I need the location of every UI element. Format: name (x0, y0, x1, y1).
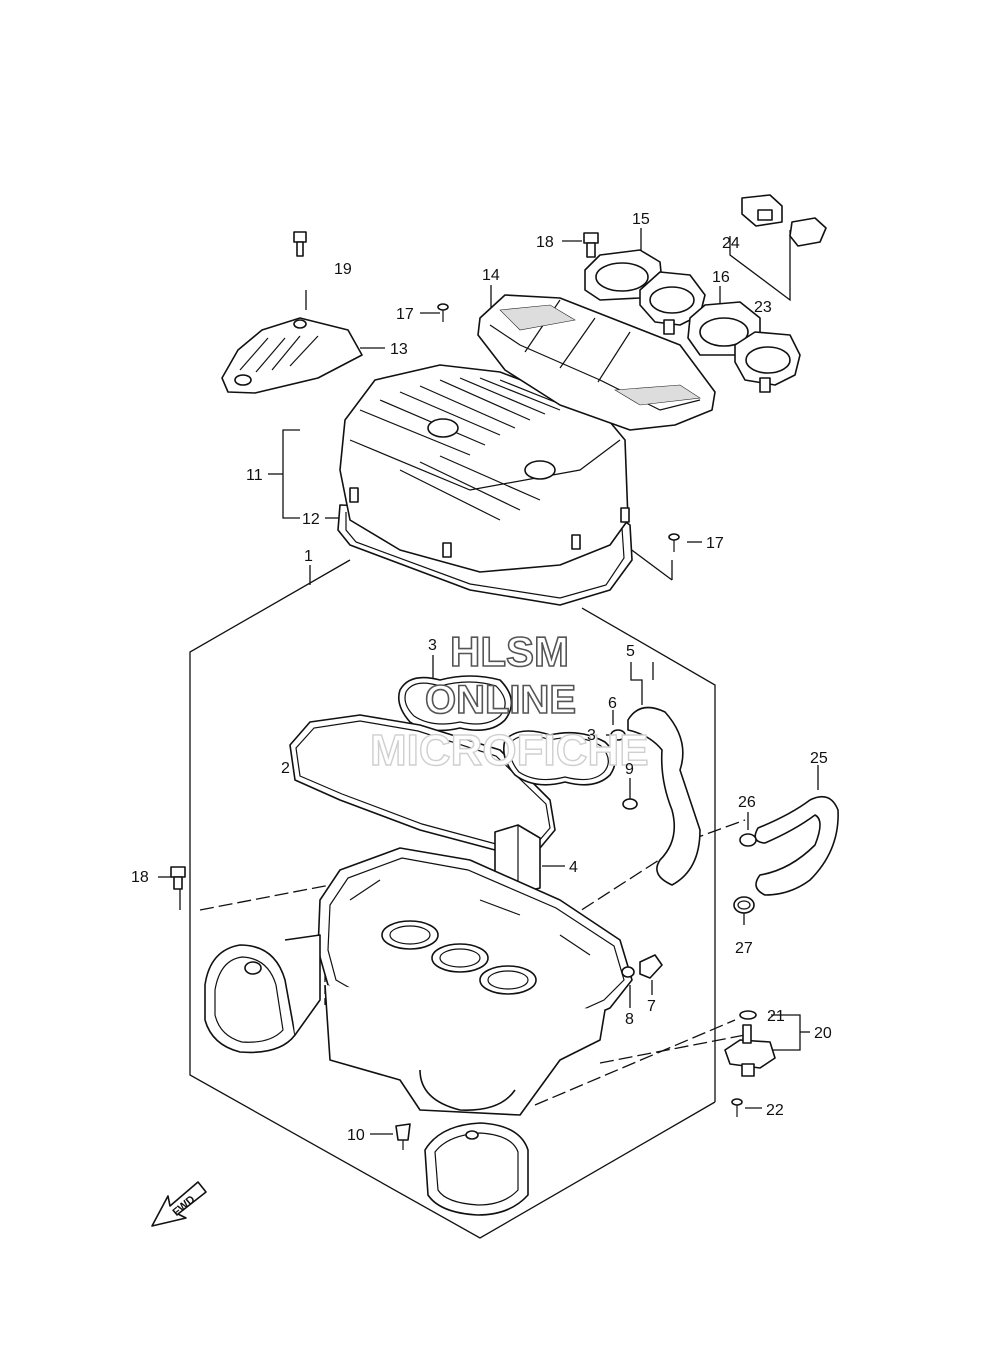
callout-3a: 3 (428, 637, 437, 654)
watermark-line-2: ONLINE (425, 678, 576, 722)
callout-9: 9 (625, 761, 634, 778)
part-17-screw-lower (668, 533, 680, 552)
part-1-air-cleaner-case (317, 847, 633, 1116)
callout-17a: 17 (396, 306, 414, 323)
lower-intake-duct (424, 1122, 529, 1216)
part-18-bolt-left (170, 866, 186, 890)
part-9-clamp (622, 798, 638, 810)
callout-18a: 18 (536, 234, 554, 251)
callout-22: 22 (766, 1102, 784, 1119)
part-20-sensor (724, 1024, 776, 1077)
callout-18b: 18 (131, 869, 149, 886)
callout-1: 1 (304, 548, 313, 565)
part-23-connector (789, 217, 827, 247)
assembly-boundary-lines (189, 559, 716, 1239)
callout-12: 12 (302, 511, 320, 528)
part-14-intake-grille (477, 294, 716, 431)
part-26-clamp (739, 833, 757, 847)
callout-8: 8 (625, 1011, 634, 1028)
part-6-clamp (610, 729, 626, 741)
callout-6: 6 (608, 695, 617, 712)
callout-25: 25 (810, 750, 828, 767)
part-8-clamp (621, 966, 635, 978)
part-7-plug (639, 954, 663, 979)
watermark-line-1: HLSM (450, 628, 569, 675)
watermark: HLSM ONLINE MICROFICHE (369, 627, 649, 776)
callout-7: 7 (647, 998, 656, 1015)
part-15-velocity-stacks (584, 249, 706, 335)
part-24-connector-cap (741, 194, 783, 227)
callout-17b: 17 (706, 535, 724, 552)
callout-5: 5 (626, 643, 635, 660)
callout-11: 11 (246, 467, 263, 484)
watermark-line-3: MICROFICHE (370, 726, 649, 775)
part-19-bolt (293, 231, 307, 257)
part-22-screw (731, 1098, 743, 1117)
callout-21: 21 (767, 1008, 785, 1025)
part-3-seal-left (397, 675, 513, 732)
callout-27: 27 (735, 940, 753, 957)
callout-16: 16 (712, 269, 730, 286)
callout-19: 19 (334, 261, 352, 278)
part-3-seal-right (502, 730, 616, 786)
part-21-o-ring (739, 1010, 757, 1020)
part-16-velocity-stacks (687, 301, 801, 393)
part-17-screw-upper (437, 303, 449, 322)
part-27-clamp (733, 896, 755, 914)
callout-26: 26 (738, 794, 756, 811)
callout-2: 2 (281, 760, 290, 777)
fwd-arrow: FWD (151, 1181, 207, 1227)
intake-duct (204, 934, 321, 1054)
callout-20: 20 (814, 1025, 832, 1042)
callout-4: 4 (569, 859, 578, 876)
callout-3b: 3 (587, 727, 596, 744)
part-25-breather-hose (754, 795, 839, 896)
part-10-clip (395, 1123, 411, 1150)
callout-14: 14 (482, 267, 500, 284)
callout-15: 15 (632, 211, 650, 228)
part-11-air-cleaner-cover (339, 364, 630, 573)
part-5-drain-hose (627, 706, 701, 886)
callout-24: 24 (722, 235, 740, 252)
part-2-gasket (289, 714, 556, 851)
part-18-bolt-upper (583, 232, 599, 258)
part-13-bracket (221, 317, 363, 394)
callout-labels: 1 2 3 3 4 5 6 7 8 9 10 11 12 13 14 15 16… (131, 211, 832, 1144)
callout-23: 23 (754, 299, 772, 316)
callout-13: 13 (390, 341, 408, 358)
callout-10: 10 (347, 1127, 365, 1144)
